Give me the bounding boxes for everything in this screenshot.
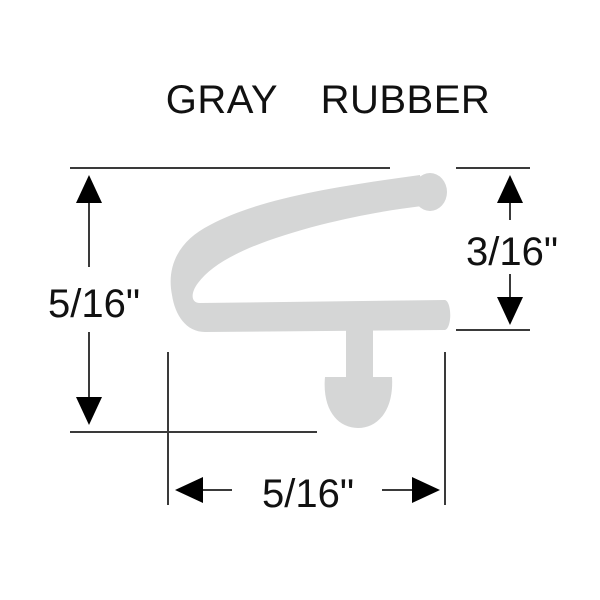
arrow-down-icon [497, 297, 523, 325]
arrow-down-icon [76, 397, 102, 425]
lip-height-label: 3/16" [466, 230, 559, 274]
lip-bulb-tip [413, 173, 447, 211]
extension-lines [70, 167, 530, 505]
overall-width-label: 5/16" [262, 472, 355, 516]
arrow-right-icon [412, 477, 440, 503]
rubber-profile [170, 173, 451, 428]
arrow-up-icon [76, 175, 102, 203]
diagram-title: GRAY RUBBER [165, 78, 491, 122]
overall-height-label: 5/16" [48, 282, 141, 326]
dimension-arrows [76, 175, 523, 503]
anchor-bulb [324, 377, 393, 428]
arrow-up-icon [497, 175, 523, 203]
arrow-left-icon [175, 477, 203, 503]
stem [346, 320, 373, 380]
rubber-lip-body [170, 175, 451, 332]
